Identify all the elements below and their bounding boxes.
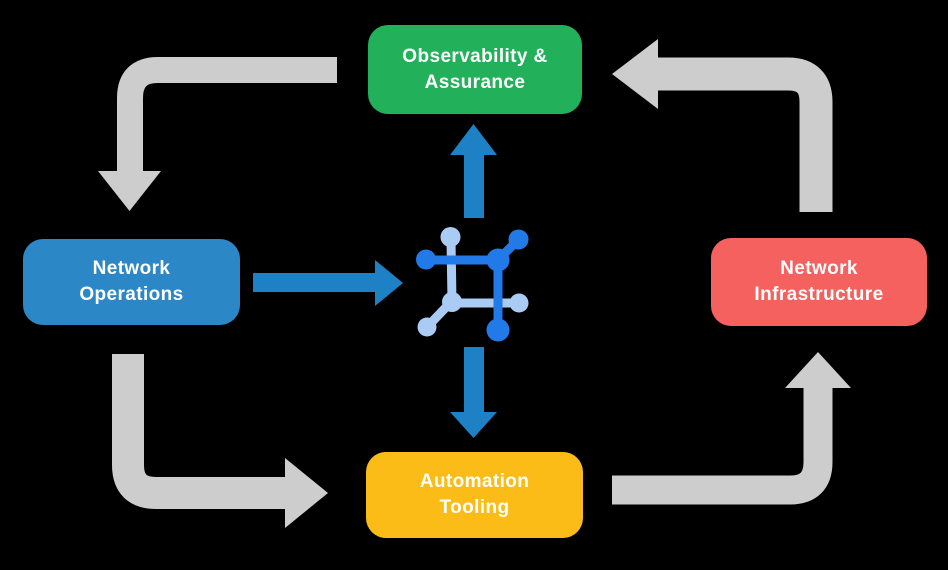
node-label-line: Assurance	[424, 71, 526, 93]
cycle-arrow-top-left-elbow	[117, 57, 337, 172]
cycle-arrow-bottom-left-head	[285, 458, 328, 528]
node-observability-assurance: Observability & Assurance	[368, 25, 582, 114]
node-network-infrastructure: Network Infrastructure	[711, 238, 927, 326]
cycle-arrow-bottom-right	[612, 352, 851, 505]
cycle-arrow-top-right	[612, 39, 833, 212]
node-label-line: Infrastructure	[754, 284, 884, 305]
cycle-arrow-top-left-head	[98, 171, 161, 211]
network-icon-light-nodes	[417, 227, 529, 337]
cycle-arrow-top-right-head	[612, 39, 658, 109]
node-label-line: Tooling	[439, 497, 510, 518]
cycle-arrow-bottom-left-elbow	[112, 354, 286, 509]
flow-arrow-up	[450, 124, 497, 218]
flow-arrow-right	[253, 260, 403, 306]
node-label-line: Network	[92, 258, 171, 279]
node-automation-tooling: Automation Tooling	[366, 452, 583, 538]
cycle-arrow-bottom-right-head	[785, 352, 851, 388]
node-label-line: Operations	[79, 284, 184, 305]
cycle-arrow-bottom-right-elbow	[612, 388, 833, 505]
network-topology-icon	[416, 227, 529, 342]
cycle-arrow-top-left	[98, 57, 337, 211]
cycle-arrow-bottom-left	[112, 354, 328, 528]
node-network-operations: Network Operations	[23, 239, 240, 325]
node-label-line: Network	[780, 258, 858, 279]
flow-arrow-down	[450, 347, 497, 438]
node-label-line: Automation	[419, 471, 530, 492]
network-icon-dark-nodes	[416, 229, 529, 342]
cycle-arrow-top-right-elbow	[658, 57, 833, 212]
node-label-line: Observability &	[402, 45, 548, 67]
